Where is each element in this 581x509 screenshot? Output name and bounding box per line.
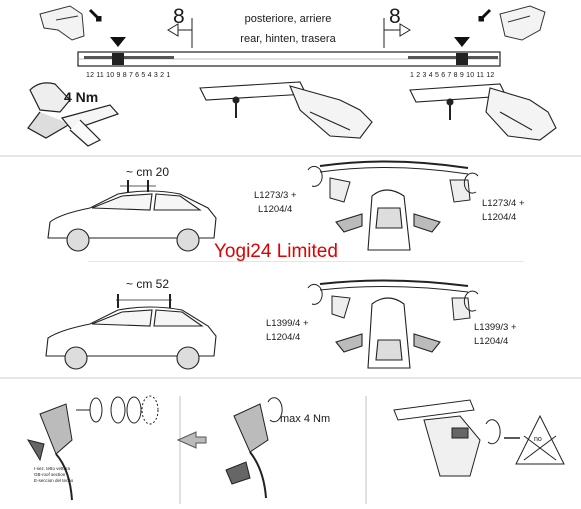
kit-left-line1-rear: L1399/4 + xyxy=(266,318,309,329)
roof-note-line1: I-sez. tetto vettura xyxy=(34,466,71,471)
kit-left-line1: L1273/3 + xyxy=(254,190,297,201)
position-label-line2: rear, hinten, trasera xyxy=(240,33,336,45)
tighten-step-sketch xyxy=(225,397,283,499)
bar-end-detail-middle xyxy=(199,81,373,139)
vehicle-front-drawing xyxy=(47,160,524,262)
fitting-steps-section: I-sez. tetto vettura GB-roof section E-s… xyxy=(0,380,581,509)
rack-top-view-1 xyxy=(307,160,479,203)
watermark: Yogi24 Limited xyxy=(214,241,338,262)
kit-left-line2: L1204/4 xyxy=(258,204,293,215)
marker-triangle-right xyxy=(454,37,470,47)
torque-label-top: 4 Nm xyxy=(64,89,99,105)
bar-scale-left: 12 11 10 9 8 7 6 5 4 3 2 1 xyxy=(86,72,171,79)
distance-label-front: ~ cm 20 xyxy=(126,165,170,179)
vehicle-rear-drawing xyxy=(0,279,581,379)
kit-right-line1: L1273/4 + xyxy=(482,198,525,209)
next-step-arrow-icon xyxy=(176,431,207,449)
kit-right-line2-rear: L1204/4 xyxy=(474,336,509,347)
hand-wrench-sketch xyxy=(27,82,120,147)
bar-end-detail-right xyxy=(409,83,557,141)
bar-mounting-drawing xyxy=(0,5,581,157)
no-tool-warning-icon xyxy=(515,414,565,465)
arrow-down-left-icon xyxy=(88,8,102,22)
rack-top-view-2 xyxy=(307,279,479,321)
foot-assembly-sketch xyxy=(393,399,520,477)
roof-profile-sketch xyxy=(26,403,73,501)
kit-right-line1-rear: L1399/3 + xyxy=(474,322,517,333)
fitting-steps-drawing xyxy=(26,395,565,504)
arrow-down-right-icon xyxy=(478,8,492,22)
car-side-view-2 xyxy=(45,294,217,370)
bar-mounting-section: 8 8 posteriore, arriere rear, hinten, tr… xyxy=(0,0,581,158)
car-top-view-2 xyxy=(335,297,441,369)
foot-sketch-left xyxy=(39,5,85,41)
step-number-right: 8 xyxy=(389,5,401,28)
position-label-line1: posteriore, arriere xyxy=(244,13,332,25)
marker-triangle-left xyxy=(110,37,126,47)
vehicle-section-rear: ~ cm 52 L1399/4 + L1204/4 L1399/3 + L120… xyxy=(0,264,581,380)
car-side-view-1 xyxy=(47,180,217,252)
step-number-left: 8 xyxy=(173,5,185,28)
no-sign-label: no xyxy=(534,436,542,443)
bar-scale-right: 1 2 3 4 5 6 7 8 9 10 11 12 xyxy=(410,72,495,79)
clamp-parts-sketch xyxy=(76,395,159,425)
torque-label-bottom: max 4 Nm xyxy=(280,413,331,425)
foot-sketch-right xyxy=(499,5,546,41)
car-top-view-1 xyxy=(335,189,441,251)
distance-label-rear: ~ cm 52 xyxy=(126,277,170,291)
kit-left-line2-rear: L1204/4 xyxy=(266,332,301,343)
roof-note-line2: GB-roof section xyxy=(34,472,66,477)
vehicle-section-front: ~ cm 20 L1273/3 + L1204/4 L1273/4 + L120… xyxy=(0,158,581,262)
kit-right-line2: L1204/4 xyxy=(482,212,517,223)
roof-note-line3: E-seccion del techo xyxy=(34,478,74,483)
